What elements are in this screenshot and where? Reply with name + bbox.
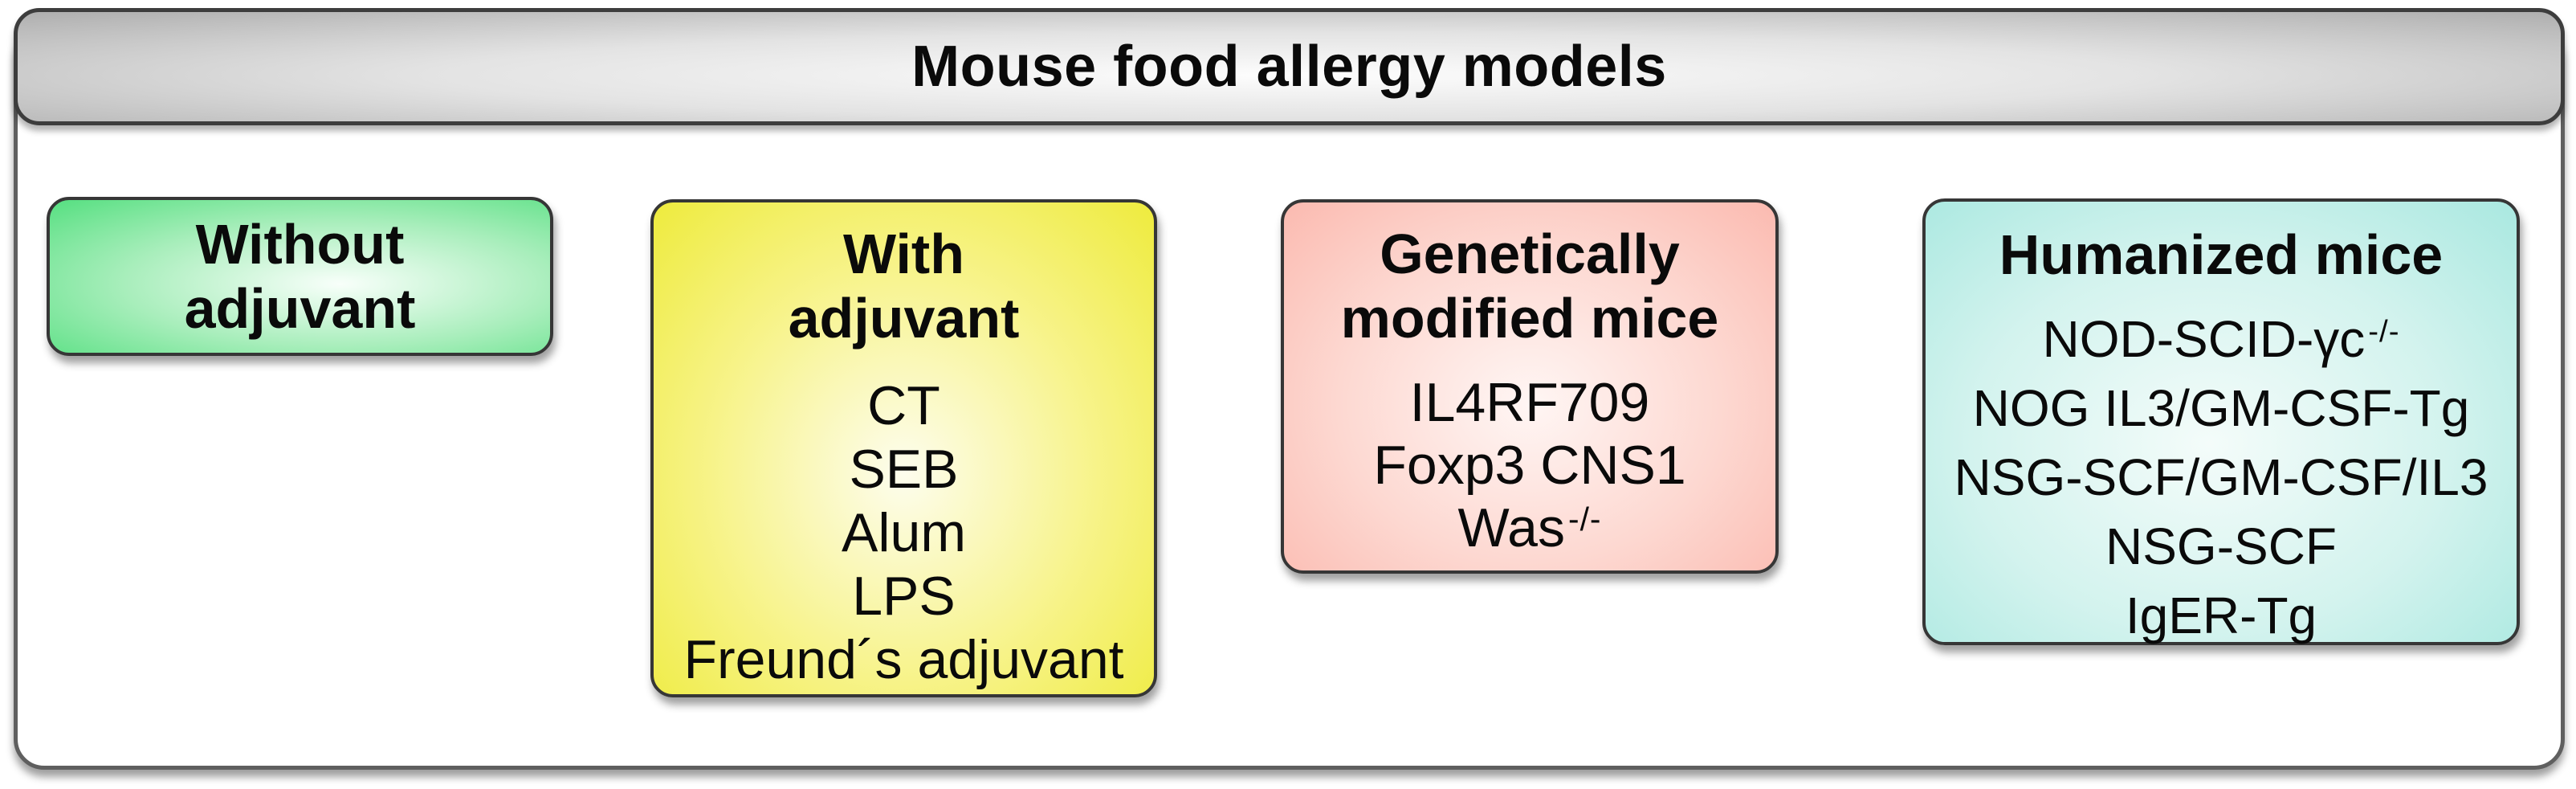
list-item: Alum <box>842 502 966 563</box>
list-item: SEB <box>849 439 959 500</box>
box-with-adjuvant: With adjuvant CT SEB Alum LPS Freund´s a… <box>650 199 1157 697</box>
header-line: Humanized mice <box>1999 223 2444 286</box>
list-item: Freund´s adjuvant <box>683 629 1124 690</box>
header-line: With <box>843 223 964 285</box>
list-item: IgER-Tg <box>2125 587 2317 644</box>
list-item: IL4RF709 <box>1409 372 1650 433</box>
list-item: NOD-SCID-γc-/- <box>1954 305 2488 374</box>
header-line: Genetically <box>1380 223 1680 285</box>
box-genetically-modified-mice-items: IL4RF709 Foxp3 CNS1 Was-/- <box>1373 371 1685 559</box>
box-genetically-modified-mice-header: Genetically modified mice <box>1341 222 1719 350</box>
header-line: Without <box>195 213 405 276</box>
box-without-adjuvant-header: Without adjuvant <box>185 212 416 341</box>
list-item: NOG IL3/GM-CSF-Tg <box>1972 379 2470 437</box>
gene-name: Was <box>1457 497 1565 558</box>
box-with-adjuvant-items: CT SEB Alum LPS Freund´s adjuvant <box>683 374 1123 692</box>
box-genetically-modified-mice: Genetically modified mice IL4RF709 Foxp3… <box>1281 199 1779 574</box>
box-humanized-mice-header: Humanized mice <box>1999 223 2443 287</box>
title-bar: Mouse food allergy models <box>14 8 2565 125</box>
list-item: Foxp3 CNS1 <box>1373 435 1686 496</box>
knockout-superscript: -/- <box>2368 313 2400 349</box>
box-without-adjuvant: Without adjuvant <box>47 197 553 356</box>
knockout-superscript: -/- <box>1567 500 1602 538</box>
box-humanized-mice-items: NOD-SCID-γc-/- NOG IL3/GM-CSF-Tg NSG-SCF… <box>1954 305 2488 650</box>
box-humanized-mice: Humanized mice NOD-SCID-γc-/- NOG IL3/GM… <box>1922 198 2520 645</box>
box-with-adjuvant-header: With adjuvant <box>789 222 1020 350</box>
header-line: adjuvant <box>184 277 416 340</box>
list-item: NSG-SCF/GM-CSF/IL3 <box>1954 448 2488 506</box>
strain-name: NOD-SCID-γc <box>2042 310 2366 368</box>
list-item: CT <box>867 375 940 436</box>
header-line: adjuvant <box>788 287 1020 350</box>
list-item: NSG-SCF <box>2105 517 2337 575</box>
header-line: modified mice <box>1340 287 1719 350</box>
list-item: Was-/- <box>1373 497 1685 559</box>
list-item: LPS <box>852 566 956 627</box>
figure-title: Mouse food allergy models <box>911 35 1667 99</box>
